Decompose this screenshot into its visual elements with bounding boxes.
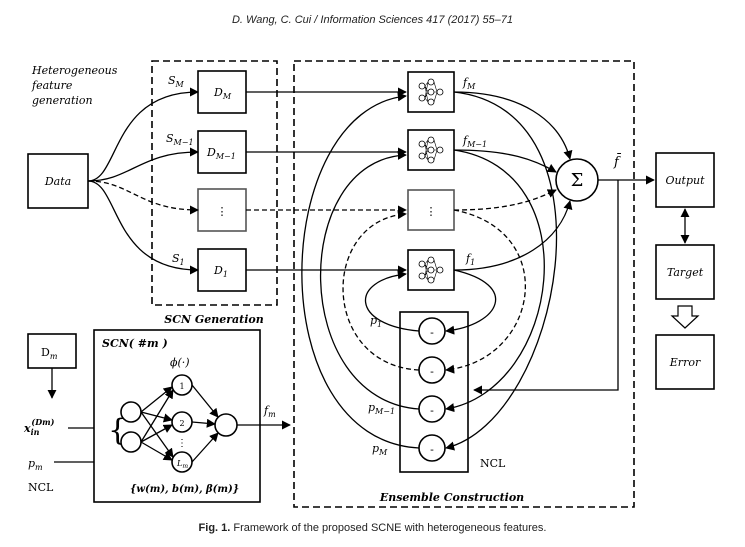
loop-pm-net [301, 92, 420, 449]
ncl-left-label: NCL [28, 481, 54, 494]
phi-label: ϕ(·) [170, 356, 190, 369]
ensemble-region [293, 60, 635, 508]
loop-f1-ncl [445, 269, 497, 335]
arrow-data-d1 [87, 180, 199, 275]
loop-fm1-ncl [445, 149, 545, 413]
data-label: Data [44, 175, 71, 188]
network-box-m [407, 71, 455, 113]
loop-p1-net [364, 270, 420, 332]
network-box-m1 [407, 129, 455, 171]
f1-label: f1 [465, 252, 475, 267]
hidden-node-1-label: 1 [179, 382, 184, 391]
inner-connections [140, 384, 219, 463]
het-label-line3: generation [32, 94, 93, 107]
hidden-node-L-label: Lm [176, 459, 188, 470]
f-m-label: fm [263, 404, 276, 419]
arrow-netdots-sum [453, 189, 557, 211]
figure-caption: Fig. 1. Framework of the proposed SCNE w… [198, 522, 547, 534]
running-header: D. Wang, C. Cui / Information Sciences 4… [231, 14, 514, 26]
pm-label: pM [372, 442, 388, 457]
network-box-dots [407, 189, 455, 231]
output-label: Output [665, 174, 705, 187]
ensemble-label: Ensemble Construction [379, 491, 524, 504]
hidden-dots: ⋮ [177, 438, 187, 449]
dm1-box [197, 130, 247, 174]
p1-label: p1 [370, 314, 382, 329]
p-m-label: pm [28, 457, 43, 472]
dm-input-box [27, 333, 77, 369]
fbar-label: f̄ [613, 153, 622, 170]
output-box [655, 152, 715, 208]
arrow-netm1-sum [453, 149, 557, 173]
target-label: Target [667, 266, 704, 279]
error-label: Error [669, 356, 701, 369]
hidden-node-2-label: 2 [179, 419, 184, 428]
loop-fm-ncl [445, 91, 558, 451]
fm-label: fM [462, 76, 476, 91]
dm1-label: DM−1 [206, 146, 236, 161]
network-box-1 [407, 249, 455, 291]
loop-dots-ncl [445, 209, 526, 374]
het-label-line2: feature [31, 79, 73, 92]
dm-label: DM [213, 86, 232, 101]
x-in-label: xin(Dm) [23, 417, 55, 437]
fm1-label: fM−1 [462, 134, 487, 149]
target-box [655, 244, 715, 300]
arrow-data-dm1 [87, 147, 199, 182]
scn-m-label: SCN( #m ) [102, 337, 168, 350]
down-hollow-arrow-icon [670, 305, 700, 329]
het-label-line1: Heterogeneous [31, 64, 118, 77]
loop-pm1-net [319, 150, 420, 410]
sm1-label: SM−1 [166, 132, 194, 147]
ncl-minus: - [430, 326, 434, 339]
ncl-minus: - [430, 404, 434, 417]
input-node-1 [120, 401, 142, 423]
output-node [214, 413, 238, 437]
arrow-data-dm [87, 87, 199, 182]
ncl-right-label: NCL [480, 457, 506, 470]
dm-input-label: Dm [41, 346, 58, 361]
pm1-label: pM−1 [368, 401, 395, 416]
arrow-feedback-ncl [473, 180, 619, 395]
d1-label: D1 [213, 264, 228, 279]
sm-label: SM [168, 74, 185, 89]
sum-symbol: Σ [571, 170, 584, 191]
loop-pdots-net [342, 210, 420, 371]
arrow-net1-sum [453, 200, 573, 271]
ncl-minus: - [430, 443, 434, 456]
arrow-data-dots [87, 180, 199, 215]
scn-generation-label: SCN Generation [164, 313, 264, 326]
error-box [655, 334, 715, 390]
scn-generation-region [151, 60, 278, 306]
arrow-netm-sum [453, 91, 573, 160]
ncl-minus: - [430, 365, 434, 378]
input-node-2 [120, 431, 142, 453]
d-dots-label: ⋮ [217, 205, 228, 218]
network-dots-label: ⋮ [426, 205, 437, 218]
s1-label: S1 [172, 252, 185, 267]
params-label: {w(m), b(m), β(m)} [130, 484, 239, 495]
